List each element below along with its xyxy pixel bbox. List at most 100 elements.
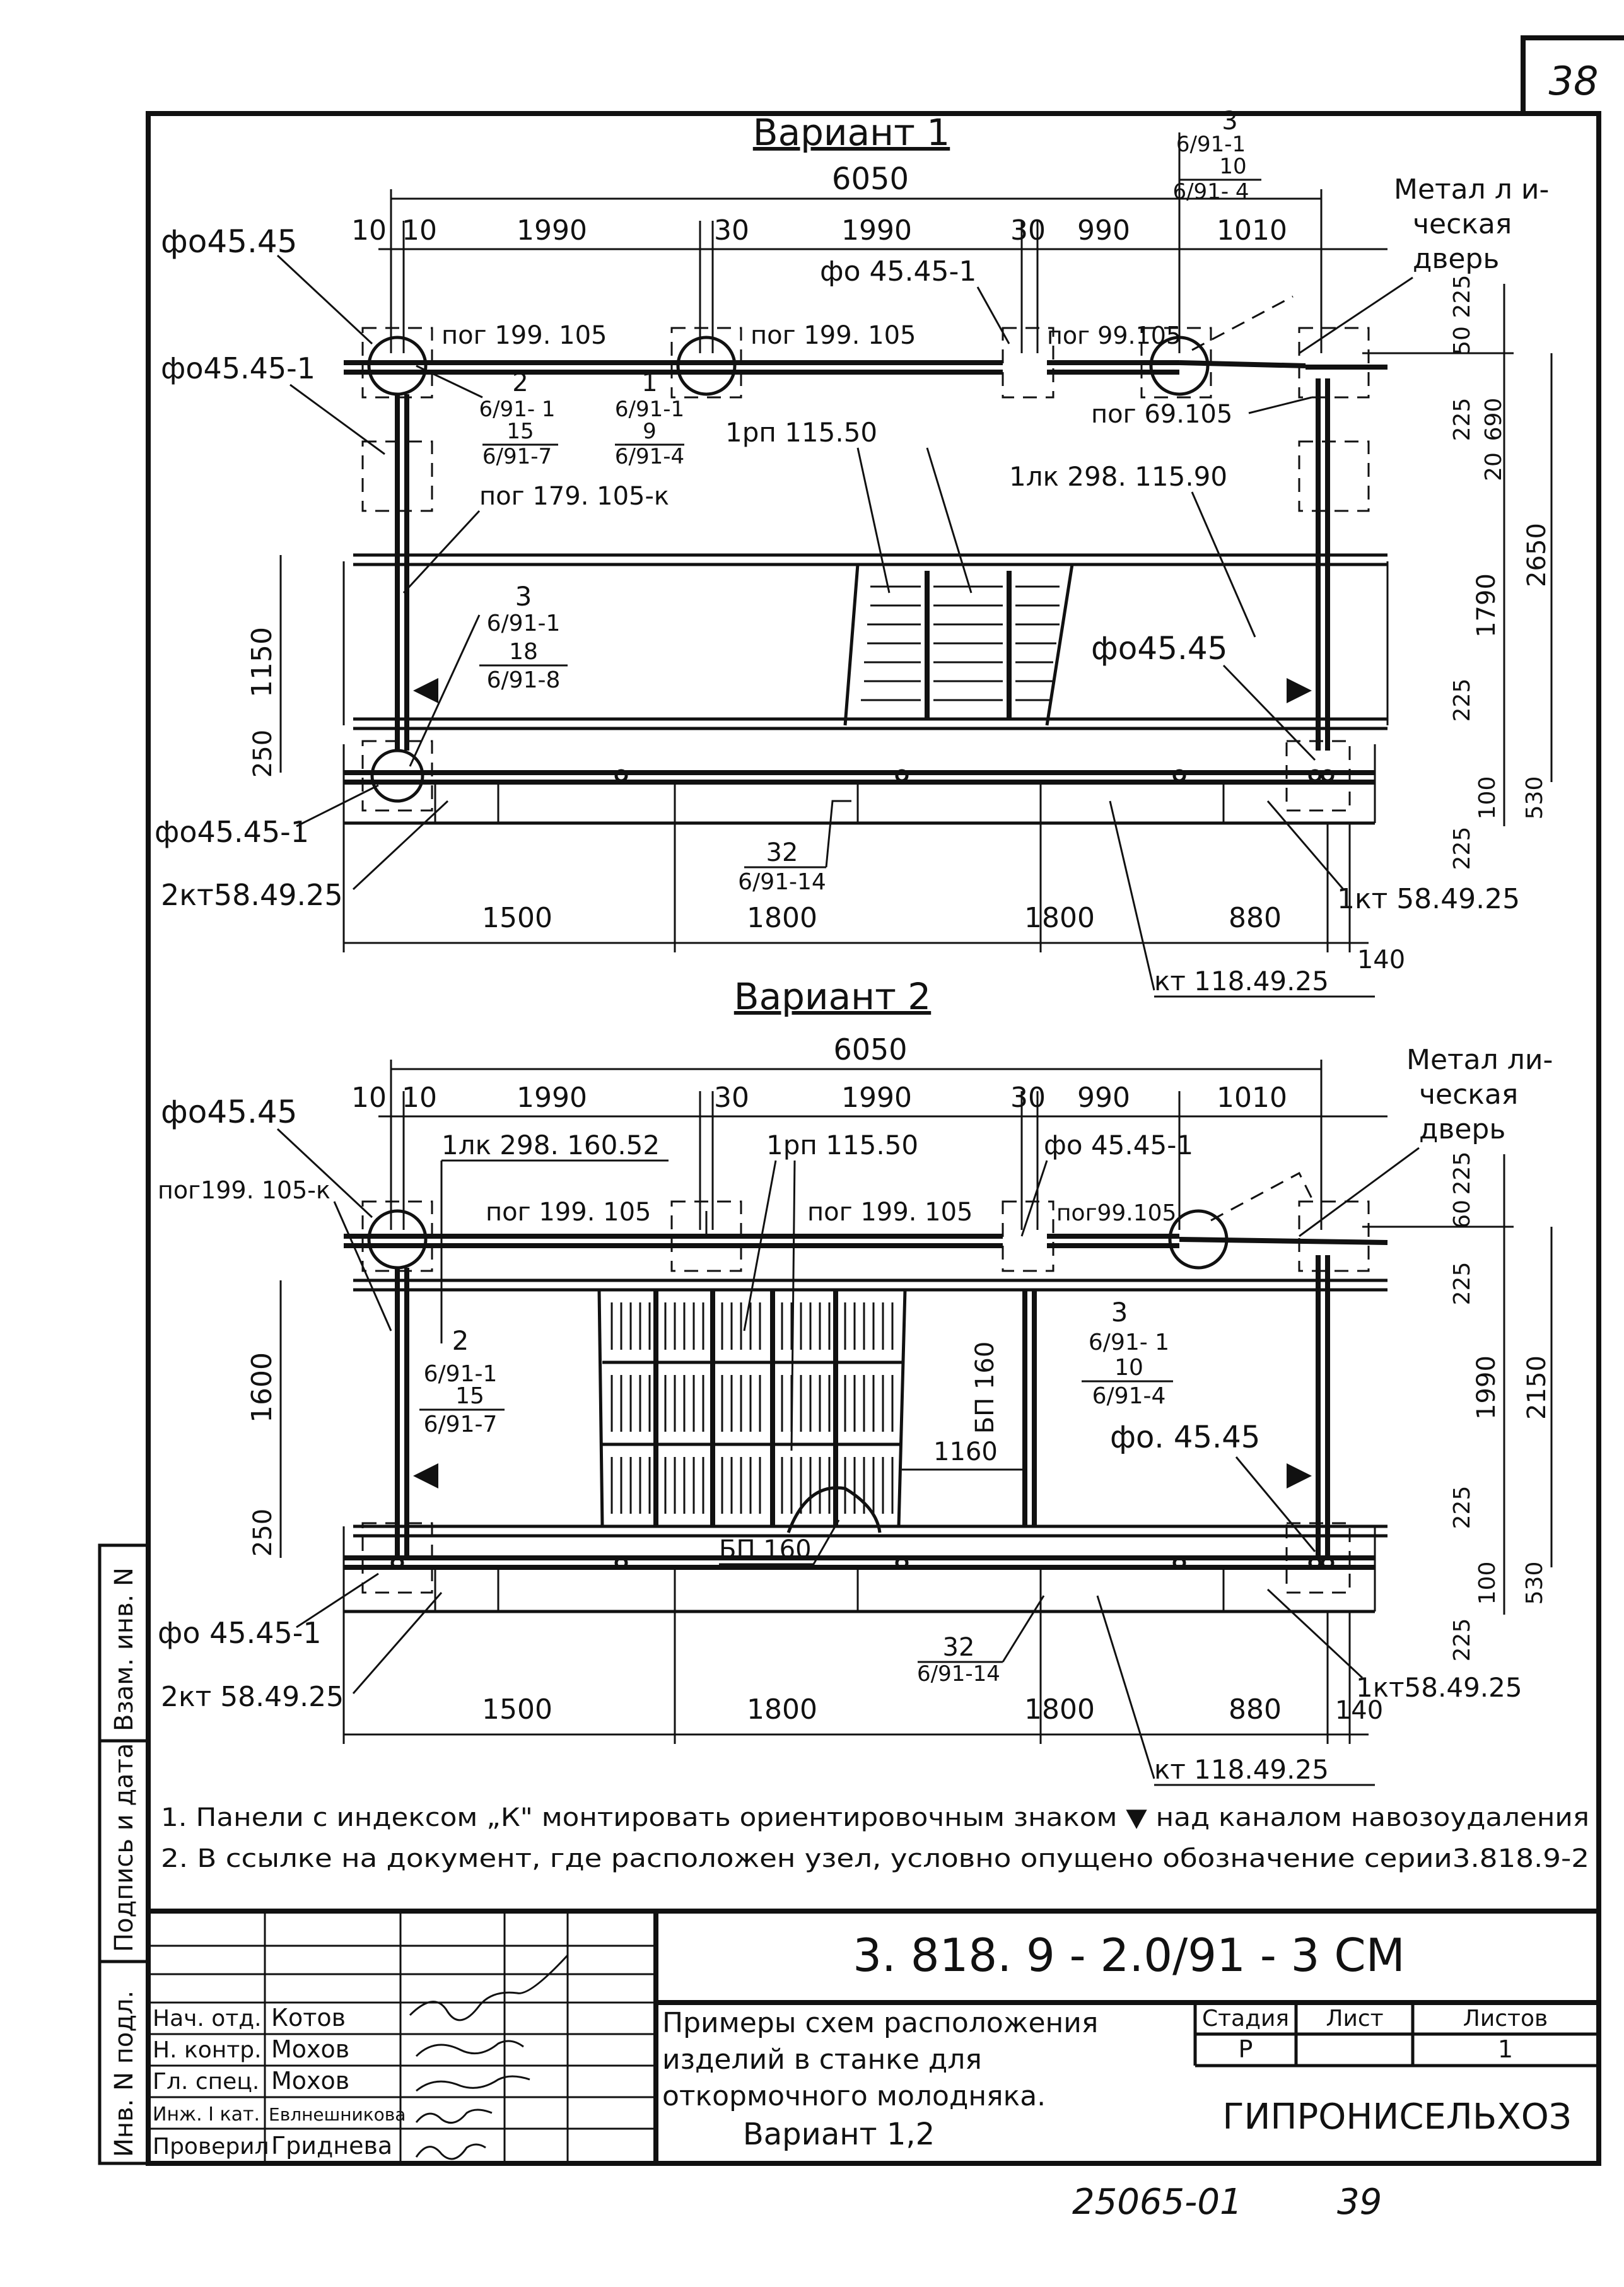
v2-callout-32: 32 6/91-14 bbox=[917, 1595, 1045, 1687]
v1-rdim-690: 690 bbox=[1481, 398, 1507, 442]
v1-label-pog199-a: пог 199. 105 bbox=[441, 321, 607, 350]
v2-orientation-mark-right bbox=[1287, 1463, 1312, 1489]
tb-name-2: Мохов bbox=[271, 2067, 349, 2095]
v2-callout-3: 3 6/91- 1 10 6/91-4 bbox=[1082, 1297, 1173, 1409]
v1-metal-door-1: Метал л и- bbox=[1394, 173, 1549, 206]
v2-dim-1010: 1010 bbox=[1217, 1082, 1287, 1114]
svg-text:6/91-14: 6/91-14 bbox=[917, 1661, 1000, 1687]
v1-label-fo4545-top: фо45.45 bbox=[161, 223, 297, 260]
v2-label-kt2: 2кт 58.49.25 bbox=[161, 1681, 344, 1713]
v2-label-fo45451-top: фо 45.45-1 bbox=[1044, 1130, 1193, 1161]
v1-channel-posts bbox=[370, 749, 1335, 803]
v2-rdim-530: 530 bbox=[1522, 1562, 1548, 1605]
svg-text:15: 15 bbox=[455, 1383, 484, 1409]
tb-role-0: Нач. отд. bbox=[153, 2006, 262, 2032]
tb-title-1: Примеры схем расположения bbox=[662, 2007, 1098, 2039]
svg-text:32: 32 bbox=[943, 1633, 975, 1662]
tb-role-3: Инж. I кат. bbox=[153, 2103, 260, 2126]
v2-label-fo45451-left: фо 45.45-1 bbox=[158, 1616, 322, 1650]
v2-rdim-100: 100 bbox=[1475, 1562, 1500, 1605]
variant2-overall-dim: 6050 bbox=[833, 1032, 907, 1067]
v1-bdim-1500: 1500 bbox=[482, 902, 552, 934]
tb-role-1: Н. контр. bbox=[153, 2037, 262, 2063]
svg-text:6/91-1: 6/91-1 bbox=[487, 611, 561, 636]
v2-label-lk: 1лк 298. 160.52 bbox=[441, 1130, 660, 1161]
v2-post-top-left bbox=[367, 1209, 428, 1270]
v1-callout-2: 2 6/91- 1 15 6/91-7 bbox=[416, 365, 558, 469]
v2-bdim-1800b: 1800 bbox=[1024, 1693, 1095, 1726]
v2-rdim-1990: 1990 bbox=[1472, 1355, 1501, 1420]
v2-orientation-mark-left bbox=[413, 1463, 438, 1489]
tb-name-3: Евлнешникова bbox=[269, 2104, 406, 2125]
v1-post-door bbox=[1149, 336, 1210, 396]
tb-sheet-header: Лист bbox=[1326, 2006, 1383, 2032]
tb-name-4: Гриднева bbox=[271, 2132, 392, 2160]
v2-bdim-880: 880 bbox=[1229, 1693, 1282, 1726]
svg-text:2: 2 bbox=[512, 368, 528, 397]
v1-label-fo45451-left: фо45.45-1 bbox=[161, 351, 315, 385]
tb-stage-header: Стадия bbox=[1202, 2006, 1289, 2032]
v2-dim-10b: 10 bbox=[402, 1082, 437, 1114]
v1-label-pog99: пог 99.105 bbox=[1047, 322, 1181, 349]
v1-rdim-225a: 225 bbox=[1449, 275, 1475, 319]
svg-text:6/91- 1: 6/91- 1 bbox=[479, 397, 555, 422]
v2-label-dim1160: 1160 bbox=[933, 1437, 998, 1466]
v2-opening bbox=[786, 1486, 882, 1533]
v1-orientation-mark-left bbox=[413, 678, 438, 703]
v1-label-pog69: пог 69.105 bbox=[1091, 400, 1232, 429]
v1-label-fo45451-top: фо 45.45-1 bbox=[820, 255, 976, 288]
tb-name-1: Мохов bbox=[271, 2035, 349, 2063]
v1-rdim-20: 20 bbox=[1481, 452, 1507, 481]
v2-dim-1990a: 1990 bbox=[517, 1082, 587, 1114]
v2-rdim-225b: 225 bbox=[1449, 1262, 1475, 1306]
drawing-frame bbox=[146, 111, 1601, 2166]
v2-dim-1600: 1600 bbox=[246, 1352, 278, 1423]
v2-label-pog99: пог99.105 bbox=[1056, 1200, 1176, 1226]
v2-dim-990: 990 bbox=[1077, 1082, 1130, 1114]
v1-dim-10a: 10 bbox=[351, 214, 387, 247]
v1-label-kt118: кт 118.49.25 bbox=[1154, 966, 1329, 997]
tb-doc-code: 3. 818. 9 - 2.0/91 - 3 СМ bbox=[853, 1929, 1405, 1982]
v2-bdim-1800a: 1800 bbox=[747, 1693, 817, 1726]
v1-callout-32: 32 6/91-14 bbox=[738, 800, 851, 895]
v1-callout-1: 1 6/91-1 9 6/91-4 bbox=[615, 368, 684, 469]
v2-rdim-225a: 225 bbox=[1449, 1152, 1475, 1195]
v1-label-rp: 1рп 115.50 bbox=[725, 417, 877, 448]
v2-bdim-140: 140 bbox=[1335, 1696, 1383, 1725]
tb-title-2: изделий в станке для bbox=[662, 2044, 982, 2076]
variant2-plan: Вариант 2 6050 10 10 1990 30 1990 30 990… bbox=[158, 975, 1553, 1786]
svg-text:10: 10 bbox=[1219, 154, 1246, 179]
v1-label-kt1: 1кт 58.49.25 bbox=[1337, 883, 1520, 915]
svg-text:3: 3 bbox=[1111, 1297, 1128, 1328]
v1-dim-1010: 1010 bbox=[1217, 214, 1287, 247]
v1-rdim-225d: 225 bbox=[1449, 827, 1475, 870]
footer-page: 39 bbox=[1337, 2182, 1382, 2223]
tb-title-4: Вариант 1,2 bbox=[743, 2117, 935, 2152]
v2-slatted-panels bbox=[597, 1289, 907, 1527]
v1-bdim-1800b: 1800 bbox=[1024, 902, 1095, 934]
v1-post-top-mid bbox=[676, 336, 737, 396]
note-1: 1. Панели с индексом „К" монтировать ори… bbox=[161, 1803, 1589, 1832]
v1-label-kt2: 2кт58.49.25 bbox=[161, 878, 343, 912]
v1-label-pog199-b: пог 199. 105 bbox=[751, 321, 916, 350]
corner-tab bbox=[1521, 35, 1624, 114]
svg-text:6/91- 1: 6/91- 1 bbox=[1089, 1330, 1169, 1355]
v2-label-fo-right: фо. 45.45 bbox=[1110, 1420, 1260, 1455]
v1-rdim-2650: 2650 bbox=[1522, 523, 1551, 587]
svg-text:1: 1 bbox=[641, 368, 657, 397]
v2-rdim-225c: 225 bbox=[1449, 1486, 1475, 1530]
svg-text:6/91-1: 6/91-1 bbox=[424, 1361, 498, 1387]
svg-text:6/91-4: 6/91-4 bbox=[615, 444, 684, 469]
variant2-title: Вариант 2 bbox=[734, 975, 931, 1018]
v1-dim-1990b: 1990 bbox=[841, 214, 912, 247]
svg-text:6/91-1: 6/91-1 bbox=[1176, 132, 1246, 157]
v1-label-fo45451-bottom: фо45.45-1 bbox=[155, 815, 309, 849]
svg-text:6/91-7: 6/91-7 bbox=[424, 1412, 498, 1437]
variant1-title: Вариант 1 bbox=[753, 111, 950, 154]
v2-post-door bbox=[1168, 1209, 1229, 1270]
v1-label-pog179: пог 179. 105-к bbox=[479, 482, 669, 511]
note-2: 2. В ссылке на документ, где расположен … bbox=[161, 1844, 1589, 1873]
v2-label-kt1: 1кт58.49.25 bbox=[1356, 1672, 1522, 1703]
svg-text:18: 18 bbox=[509, 639, 538, 665]
v1-rdim-1790: 1790 bbox=[1472, 573, 1501, 638]
